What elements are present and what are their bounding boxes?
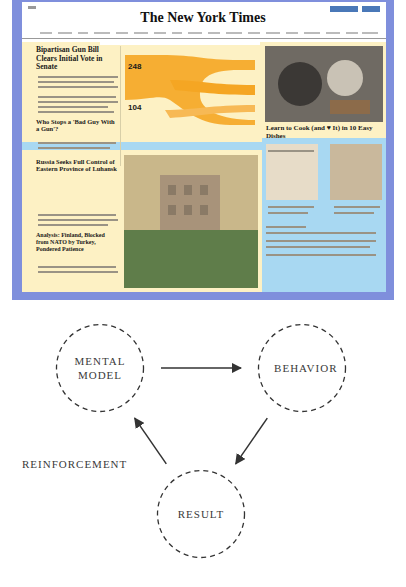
cycle-circle: MENTAL MODEL [55, 323, 145, 413]
circle-outline [158, 471, 245, 558]
headline-text: Analysis: Finland, Blocked from NATO by … [36, 232, 118, 253]
cycle-arrow [236, 418, 268, 464]
circle-outline [259, 325, 346, 412]
headline-text: Russia Seeks Full Control of Eastern Pro… [36, 158, 118, 173]
headline-text: 248 [128, 62, 150, 71]
node-text: MENTAL MODEL [72, 354, 128, 383]
headline-text: Who Stops a 'Bad Guy With a Gun'? [36, 118, 118, 133]
circle-outline [57, 325, 144, 412]
headline-text: Learn to Cook (and ♥ It) in 10 Easy Dish… [266, 124, 384, 140]
headline-text: Bipartisan Gun Bill Clears Initial Vote … [36, 46, 120, 72]
headline-text: The New York Times [128, 10, 278, 26]
dashed-circle [55, 323, 145, 413]
cycle-circle: RESULT [156, 469, 246, 559]
cycle-arrow [135, 418, 167, 464]
cycle-arrow [161, 367, 241, 369]
cycle-circle: BEHAVIOR [257, 323, 347, 413]
node-text: RESULT [178, 507, 225, 521]
node-text: BEHAVIOR [274, 361, 330, 375]
cycle-label: REINFORCEMENT [22, 458, 132, 471]
headline-text: 104 [128, 103, 150, 112]
